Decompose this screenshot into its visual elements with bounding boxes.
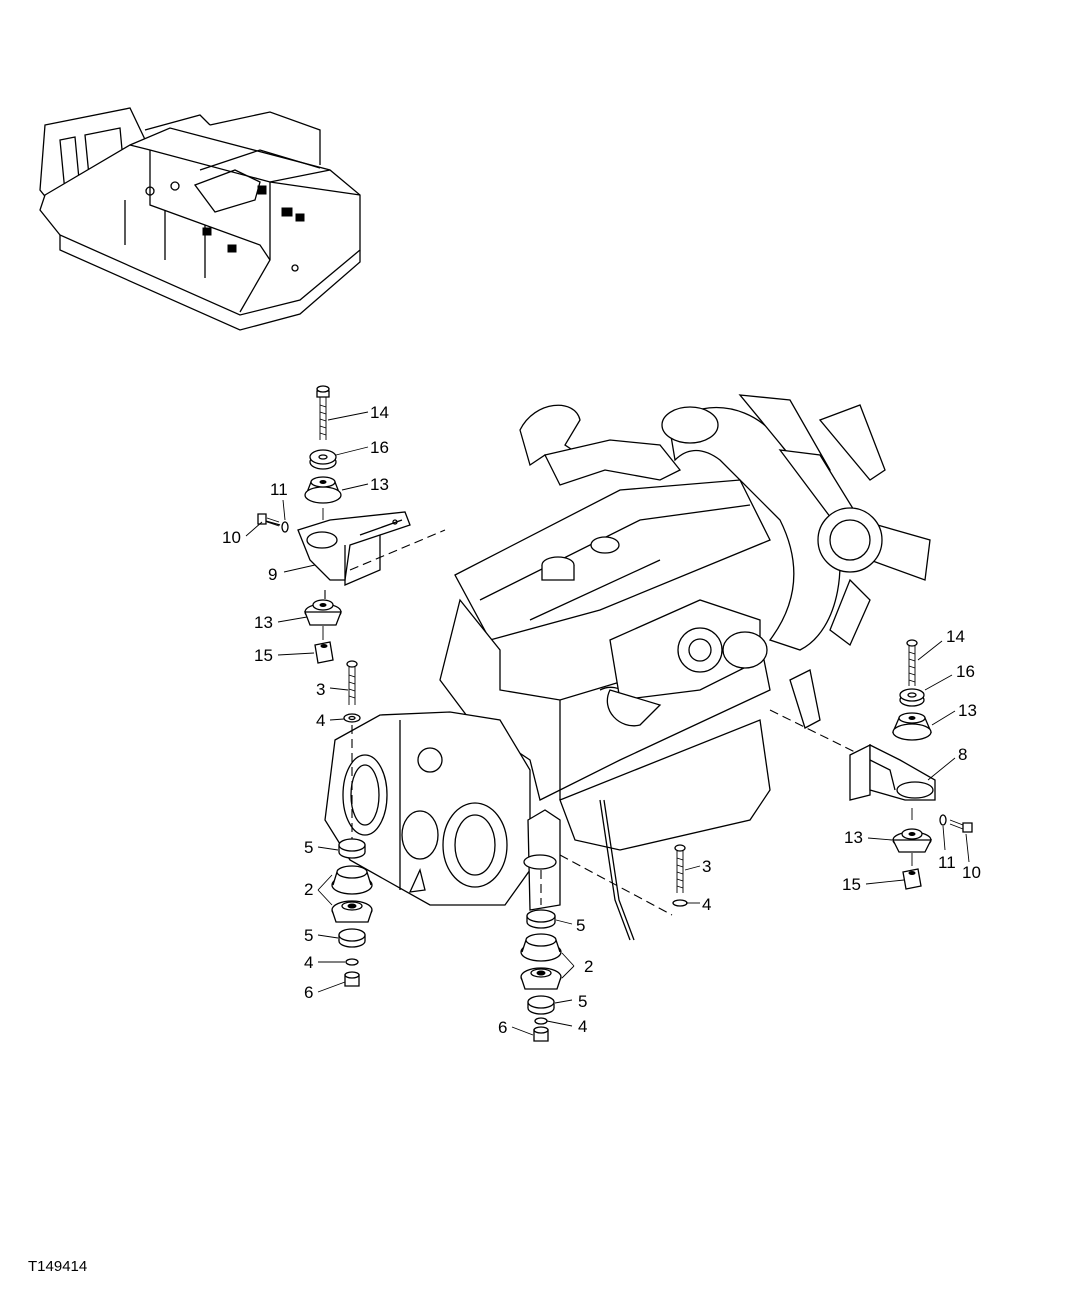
figure-id: T149414 [28, 1258, 88, 1275]
bolt-3-left [346, 660, 358, 705]
washer-4-mid-lower [534, 1017, 548, 1025]
rubber-mount-13-left-upper [304, 476, 342, 504]
callout-6-left: 6 [304, 983, 313, 1002]
bolt-10-left [257, 513, 281, 527]
callout-5-mid-lower: 5 [578, 992, 587, 1011]
rubber-mount-13-right-upper [892, 712, 932, 741]
callout-6-mid: 6 [498, 1018, 507, 1037]
rubber-mount-13-left-lower [304, 599, 342, 626]
callout-4-left-lower: 4 [304, 953, 313, 972]
rubber-mount-2-mid [520, 933, 562, 990]
callout-4-mid-lower: 4 [578, 1017, 587, 1036]
washer-16-right [899, 688, 925, 707]
engine-assembly [324, 394, 931, 941]
nut-15-left [314, 641, 334, 664]
callout-10-left: 10 [222, 528, 241, 547]
bracket-8 [849, 743, 936, 801]
front-right-mount-stack [520, 844, 688, 1042]
callout-2-mid: 2 [584, 957, 593, 976]
washer-4-left-lower [345, 958, 359, 966]
washer-5-left-lower [338, 928, 366, 948]
callout-4-left: 4 [316, 711, 325, 730]
callout-13-left-lower: 13 [254, 613, 273, 632]
left-rear-mount-stack [257, 385, 446, 664]
callout-10-right: 10 [962, 863, 981, 882]
callout-5-left-upper: 5 [304, 838, 313, 857]
callout-14-left: 14 [370, 403, 389, 422]
bracket-9 [297, 511, 411, 586]
callout-16-left: 16 [370, 438, 389, 457]
callout-14-right: 14 [946, 627, 965, 646]
callout-13-right-lower: 13 [844, 828, 863, 847]
callout-labels: 14 16 13 11 10 9 13 15 3 4 5 2 5 4 6 3 4… [222, 403, 981, 1037]
callout-2-left: 2 [304, 880, 313, 899]
washer-16-left [309, 449, 337, 470]
callout-11-right: 11 [938, 853, 956, 872]
washer-11-left [281, 521, 289, 533]
bolt-3-mid [674, 844, 686, 893]
callout-3-left: 3 [316, 680, 325, 699]
callout-13-right-upper: 13 [958, 701, 977, 720]
rubber-mount-13-right-lower [891, 828, 933, 853]
washer-4-mid-upper [672, 899, 688, 907]
callout-5-left-lower: 5 [304, 926, 313, 945]
bolt-14-left [316, 385, 330, 440]
bolt-14-right [906, 639, 918, 686]
nut-15-right [902, 868, 922, 890]
nut-6-left [344, 971, 360, 987]
bolt-10-right [949, 819, 973, 833]
callout-9: 9 [268, 565, 277, 584]
washer-5-mid-upper [526, 909, 556, 929]
washer-11-right [939, 814, 947, 826]
callout-3-mid: 3 [702, 857, 711, 876]
callout-16-right: 16 [956, 662, 975, 681]
machine-locator-view [39, 107, 361, 331]
callout-8: 8 [958, 745, 967, 764]
callout-4-mid: 4 [702, 895, 711, 914]
callout-5-mid-upper: 5 [576, 916, 585, 935]
callout-11-left: 11 [270, 480, 288, 499]
callout-15-left: 15 [254, 646, 273, 665]
right-rear-mount-stack [769, 639, 973, 890]
callout-13-left-upper: 13 [370, 475, 389, 494]
rubber-mount-2-left [331, 865, 373, 923]
washer-4-left-upper [343, 713, 361, 723]
nut-6-mid [533, 1026, 549, 1042]
washer-5-mid-lower [527, 995, 555, 1015]
washer-5-left-upper [338, 838, 366, 859]
front-left-mount-stack [331, 660, 373, 987]
leader-lines [245, 411, 970, 1036]
callout-15-right: 15 [842, 875, 861, 894]
